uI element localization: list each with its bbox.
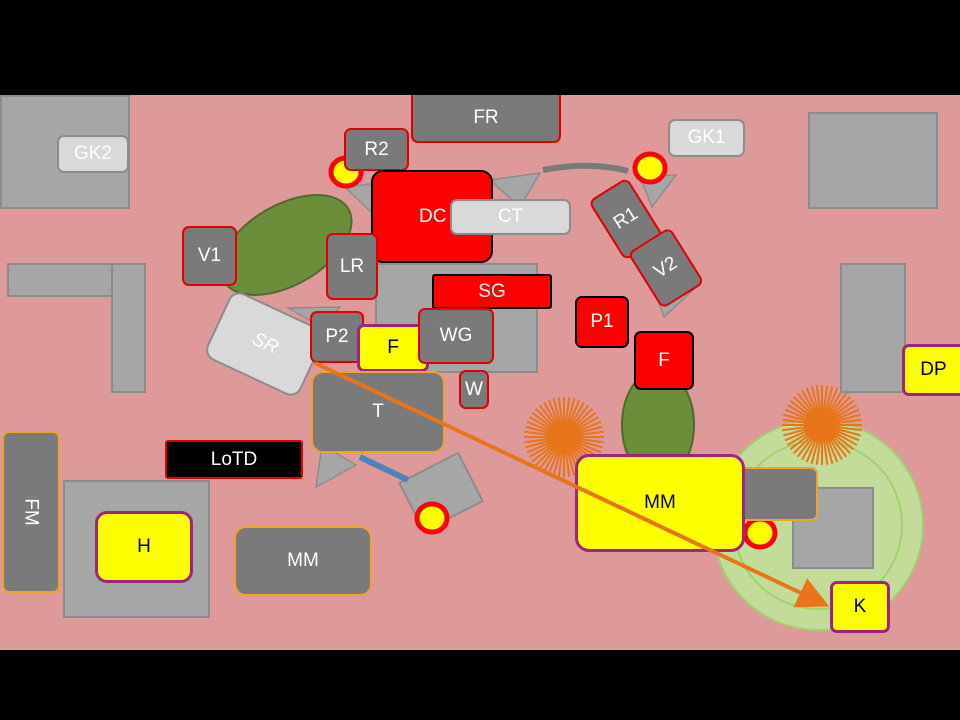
ct-box: CT <box>450 199 571 235</box>
map-area: GK2 FR R2 GK1 DC CT R1 V2 V1 LR SG SR P2… <box>0 95 960 650</box>
mm-center-box: MM <box>575 454 745 552</box>
k-box: K <box>830 581 890 633</box>
burst-ray <box>828 436 843 461</box>
burst-ray <box>822 438 829 465</box>
triangle-1 <box>488 172 542 209</box>
gk2-box: GK2 <box>57 135 129 173</box>
burst-ray <box>826 437 839 463</box>
burst-ray <box>829 392 848 415</box>
burst-ray <box>834 429 860 442</box>
sg-box: SG <box>432 274 552 309</box>
dc-label: DC <box>419 205 447 227</box>
curved-line <box>542 162 629 174</box>
burst-ray <box>835 413 861 423</box>
block-right <box>840 263 906 393</box>
burst-ray <box>835 418 862 425</box>
burst-ray <box>831 396 851 416</box>
fr-box: FR <box>411 95 561 143</box>
sr-label: SR <box>248 328 282 359</box>
blue-line <box>358 454 410 483</box>
burst-ray <box>831 434 851 454</box>
gk1-box: GK1 <box>668 119 745 157</box>
burst-core <box>546 419 582 455</box>
burst-ray <box>835 427 861 437</box>
r2-box: R2 <box>344 128 409 171</box>
p1-box: P1 <box>575 296 629 348</box>
w-box: W <box>459 370 489 409</box>
fm-box: FM <box>2 431 60 593</box>
burst-ray <box>829 435 848 458</box>
burst-ray <box>826 387 839 413</box>
fm-label: FM <box>21 498 42 526</box>
burst-ray <box>832 432 855 451</box>
burst-ray <box>822 385 829 412</box>
burst-ray <box>834 408 860 421</box>
marker-circle-4 <box>742 516 778 550</box>
t-box: T <box>311 371 445 453</box>
mm-left-box: MM <box>234 526 372 596</box>
marker-circle-3 <box>414 501 450 535</box>
lr-box: LR <box>326 233 378 300</box>
v1-box: V1 <box>182 226 237 286</box>
h-box: H <box>95 511 193 583</box>
burst-ray <box>828 389 843 414</box>
burst-ray <box>832 399 855 418</box>
dp-box: DP <box>902 344 960 396</box>
burst-ray <box>835 425 862 432</box>
burst-right <box>782 385 862 465</box>
burst-ray <box>824 386 834 412</box>
block-l-vertical <box>111 263 146 393</box>
p2-box: P2 <box>310 311 364 363</box>
burst-ray <box>833 431 858 446</box>
burst-core <box>804 407 840 443</box>
lotd-box: LoTD <box>165 440 303 479</box>
f-red-box: F <box>634 331 694 390</box>
burst-ray <box>833 404 858 419</box>
block-top-right <box>808 112 938 209</box>
wg-box: WG <box>418 308 494 364</box>
burst-ray <box>824 438 834 464</box>
marker-circle-2 <box>632 151 668 185</box>
